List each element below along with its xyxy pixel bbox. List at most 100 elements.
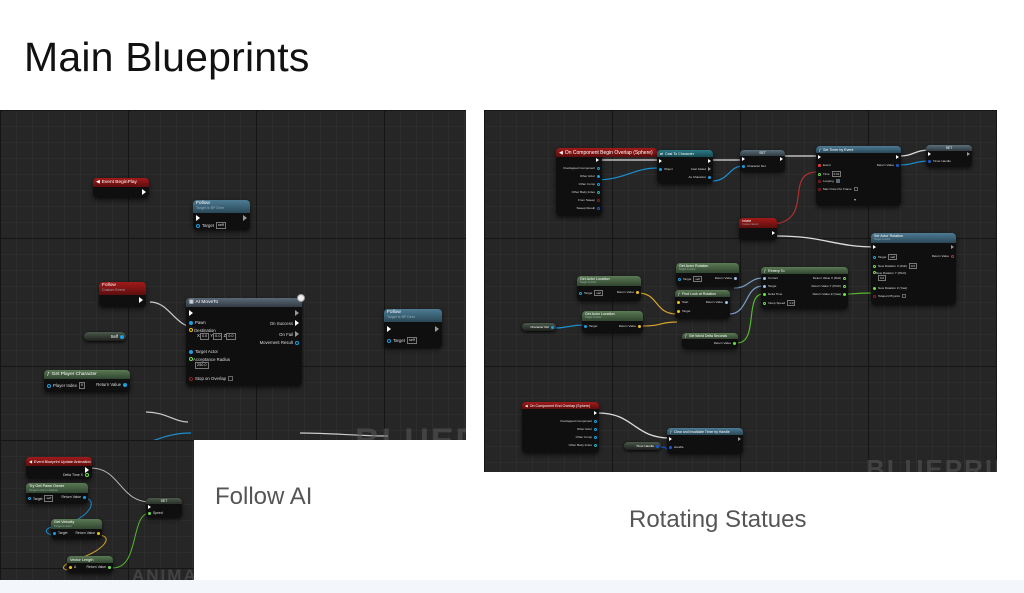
speed-pin[interactable] xyxy=(148,511,151,515)
sweep-result-pin[interactable] xyxy=(597,206,600,210)
target-pin[interactable] xyxy=(196,223,200,228)
time-pin[interactable] xyxy=(818,172,821,176)
target-pin[interactable] xyxy=(28,497,31,500)
exec-out-pin[interactable] xyxy=(967,152,970,156)
max-once-checkbox[interactable] xyxy=(853,187,858,191)
delta-time-pin[interactable] xyxy=(763,292,766,296)
exec-out-pin[interactable] xyxy=(295,310,299,316)
overlapped-component-pin[interactable] xyxy=(594,419,597,423)
destination-pin[interactable] xyxy=(189,328,193,332)
out-x-pin[interactable] xyxy=(843,276,846,280)
teleport-checkbox[interactable] xyxy=(901,294,906,298)
exec-out-pin[interactable] xyxy=(951,245,954,249)
destination-z[interactable]: 0.0 xyxy=(226,333,236,340)
exec-in-pin[interactable] xyxy=(669,437,672,441)
event-delegate-pin[interactable] xyxy=(818,163,821,167)
overlapped-component-pin[interactable] xyxy=(597,166,600,170)
set-character-ref-node[interactable]: SET Character Ref xyxy=(740,150,785,172)
exec-in-pin[interactable] xyxy=(196,215,200,221)
exec-in-pin[interactable] xyxy=(818,155,821,159)
on-component-end-overlap-node[interactable]: ◀On Component End Overlap (Sphere) Overl… xyxy=(522,402,599,453)
event-begin-play-node[interactable]: ◀Event BeginPlay xyxy=(93,178,149,198)
destination-x[interactable]: 0.0 xyxy=(199,333,210,340)
movement-result-pin[interactable] xyxy=(295,340,299,345)
max-once-pin[interactable] xyxy=(818,187,821,191)
timer-handle-pin[interactable] xyxy=(928,159,931,163)
on-success-pin[interactable] xyxy=(295,320,299,326)
delta-time-pin[interactable] xyxy=(85,473,89,477)
exec-in-pin[interactable] xyxy=(189,310,193,316)
as-character-pin[interactable] xyxy=(708,175,711,179)
target-value[interactable]: self xyxy=(215,222,226,229)
looping-checkbox[interactable] xyxy=(835,179,840,183)
target-pin[interactable] xyxy=(579,291,582,295)
return-pin[interactable] xyxy=(734,276,737,280)
character-ref-variable-node[interactable]: Character Ref xyxy=(522,323,556,331)
return-pin[interactable] xyxy=(951,254,954,258)
target-pin[interactable] xyxy=(584,324,587,328)
return-pin[interactable] xyxy=(83,495,86,499)
target-value[interactable]: self xyxy=(888,254,898,260)
exec-out-pin[interactable] xyxy=(139,297,143,303)
target-value[interactable]: self xyxy=(44,495,54,502)
target-value[interactable]: self xyxy=(594,290,604,296)
acceptance-radius-pin[interactable] xyxy=(189,357,193,361)
exec-out-pin[interactable] xyxy=(896,155,899,159)
interp-speed-pin[interactable] xyxy=(763,301,766,305)
exec-out-pin[interactable] xyxy=(594,411,597,415)
pawn-pin[interactable] xyxy=(189,320,193,325)
exec-out-pin[interactable] xyxy=(435,326,439,332)
pitch-value[interactable]: 0.0 xyxy=(878,275,887,281)
start-pin[interactable] xyxy=(677,300,680,304)
a-pin[interactable] xyxy=(69,565,72,569)
target-pin[interactable] xyxy=(53,531,56,535)
target-pin[interactable] xyxy=(387,338,391,343)
target-actor-pin[interactable] xyxy=(189,349,193,354)
on-fail-pin[interactable] xyxy=(295,331,299,337)
target-pin[interactable] xyxy=(678,277,681,281)
return-pin[interactable] xyxy=(638,324,641,328)
exec-in-pin[interactable] xyxy=(928,152,931,156)
pitch-pin[interactable] xyxy=(873,271,876,274)
exec-out-pin[interactable] xyxy=(142,189,146,195)
other-comp-pin[interactable] xyxy=(597,182,600,186)
exec-out-pin[interactable] xyxy=(596,158,599,162)
exec-in-pin[interactable] xyxy=(742,157,745,161)
looping-pin[interactable] xyxy=(818,179,821,183)
object-out-pin[interactable] xyxy=(551,325,554,329)
other-body-index-pin[interactable] xyxy=(597,190,600,194)
current-pin[interactable] xyxy=(763,276,766,280)
exec-out-pin[interactable] xyxy=(772,231,775,235)
other-actor-pin[interactable] xyxy=(597,174,600,178)
cast-failed-pin[interactable] xyxy=(708,167,711,171)
handle-pin[interactable] xyxy=(669,445,672,449)
acceptance-radius-value[interactable]: 250.0 xyxy=(195,362,209,369)
other-comp-pin[interactable] xyxy=(594,435,597,439)
exec-out-pin[interactable] xyxy=(708,159,711,163)
set-timer-handle-node[interactable]: SET Timer Handle xyxy=(926,145,972,167)
interp-speed-value[interactable]: 1.0 xyxy=(787,300,796,306)
stop-on-overlap-pin[interactable] xyxy=(189,376,193,381)
out-y-pin[interactable] xyxy=(843,284,846,288)
time-value[interactable]: 0.01 xyxy=(831,171,842,177)
return-pin[interactable] xyxy=(896,163,899,167)
other-body-index-pin[interactable] xyxy=(594,443,597,447)
exec-out-pin[interactable] xyxy=(85,467,89,473)
exec-in-pin[interactable] xyxy=(873,245,876,249)
return-pin[interactable] xyxy=(636,290,639,294)
roll-value[interactable]: 0.0 xyxy=(908,263,918,269)
return-pin[interactable] xyxy=(733,341,736,345)
target-pin[interactable] xyxy=(677,309,680,313)
yaw-pin[interactable] xyxy=(873,286,876,290)
